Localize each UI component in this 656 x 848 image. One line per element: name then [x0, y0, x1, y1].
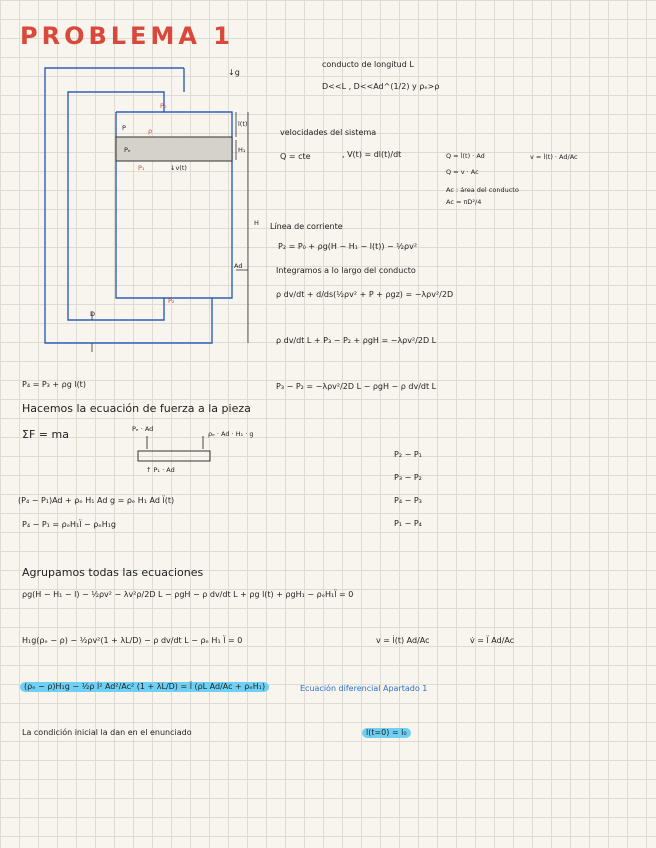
diameter-label: D: [90, 310, 96, 318]
text-line: Integramos a lo largo del conducto: [276, 266, 416, 275]
page-title: PROBLEMA 1: [20, 22, 234, 50]
pressure-p1-label: P₁: [138, 164, 145, 172]
text-line: Ac = πD²/4: [446, 198, 482, 206]
text-line: P₃ − P₂ = −λρv²/2D L − ρgH − ρ dv/dt L: [276, 382, 437, 391]
pressure-pe-label: Pₑ: [124, 146, 131, 154]
initial-condition: l(t=0) = l₀: [362, 728, 411, 738]
text-line: Línea de corriente: [270, 222, 343, 231]
density-label: ρ: [148, 127, 153, 135]
list-item: P₄ − P₃: [394, 496, 422, 505]
pressure-p-label: P: [122, 124, 126, 132]
gravity-label: ↓g: [228, 68, 240, 77]
text-line: ΣF = ma: [22, 428, 69, 441]
pressure-p2-label: P₂: [168, 297, 175, 305]
text-line: D<<L , D<<Ad^(1/2) y ρₑ>ρ: [322, 82, 440, 91]
pressure-p0-label: P₀: [160, 102, 167, 110]
text-line: Hacemos la ecuación de fuerza a la pieza: [22, 402, 251, 415]
text-line: ρ dv/dt L + P₃ − P₂ + ρgH = −λρv²/2D L: [276, 336, 437, 345]
list-item: P₃ − P₂: [394, 473, 422, 482]
text-line: La condición inicial la dan en el enunci…: [22, 728, 192, 737]
text-line: (P₄ − P₁)Ad + ρₑ H₁ Ad g = ρₑ H₁ Ad l̈(t…: [18, 496, 175, 505]
text-line: v = l̇(t) Ad/Ac: [376, 636, 430, 645]
text-line: conducto de longitud L: [322, 60, 414, 69]
fb-label: ρₑ · Ad · H₁ · g: [208, 430, 254, 438]
text-line: Q = v · Ac: [446, 168, 479, 176]
text-line: Q = l̇(t) · Ad: [446, 152, 485, 160]
highlighted-equation: (ρₑ − ρ)H₁g − ½ρ l̇² Ad²/Ac² (1 + λL/D) …: [20, 682, 270, 692]
h-label: H: [254, 219, 259, 227]
text-line: P₄ = P₃ + ρg l(t): [22, 380, 86, 389]
text-line: H₁g(ρₑ − ρ) − ½ρv²(1 + λL/D) − ρ dv/dt L…: [22, 636, 243, 645]
fb-label: ↑ P₁ · Ad: [146, 466, 175, 474]
equation-note: Ecuación diferencial Apartado 1: [300, 684, 428, 693]
text-line: ρg(H − H₁ − l) − ½ρv² − λv²ρ/2D L − ρgH …: [22, 590, 354, 599]
text-line: Q = cte: [280, 152, 311, 161]
h1-label: H₁: [238, 146, 246, 154]
text-line: , V(t) = dl(t)/dt: [342, 150, 402, 159]
text-line: v̇ = l̈ Ad/Ac: [470, 636, 515, 645]
lt-label: l(t): [238, 120, 248, 128]
ad-label: Ad: [234, 262, 243, 270]
velocity-label: ↓v(t): [170, 164, 187, 172]
text-line: P₂ = P₀ + ρg(H − H₁ − l(t)) − ½ρv²: [278, 242, 418, 251]
text-line: v = l̇(t) · Ad/Ac: [530, 153, 578, 161]
text-line: P₄ − P₁ = ρₑH₁l̈ − ρₑH₁g: [22, 520, 117, 529]
text-line: Ac : área del conducto: [446, 186, 519, 194]
text-line: ρ dv/dt + d/ds(½ρv² + P + ρgz) = −λρv²/2…: [276, 290, 454, 299]
fb-label: Pₑ · Ad: [132, 425, 154, 433]
list-item: P₂ − P₁: [394, 450, 422, 459]
text-line: Agrupamos todas las ecuaciones: [22, 566, 204, 579]
text-line: velocidades del sistema: [280, 128, 377, 137]
list-item: P₁ − P₄: [394, 519, 422, 528]
